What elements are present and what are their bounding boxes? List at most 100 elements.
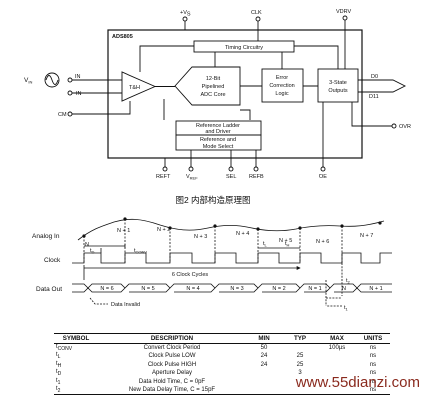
block-diagram bbox=[44, 15, 407, 172]
header-min: MIN bbox=[246, 333, 282, 344]
pin-vref: VREF bbox=[186, 174, 198, 181]
description-cell: Aperture Delay bbox=[151, 370, 193, 377]
table-row: t2 New Data Delay Time, C = 15pF ns bbox=[54, 385, 390, 396]
label-t1: t1 bbox=[344, 305, 349, 312]
label-th: tH bbox=[285, 241, 290, 248]
sample-markers bbox=[83, 219, 343, 263]
err-label-1: Error bbox=[276, 75, 288, 81]
description-cell: Data Hold Time, C = 0pF bbox=[138, 378, 206, 385]
ref-label-1: Reference Ladder bbox=[196, 123, 240, 129]
min-cell: 24 bbox=[260, 353, 268, 360]
data-cell-3: N = 3 bbox=[230, 286, 243, 292]
symbol-cell: t1 bbox=[56, 377, 61, 386]
th-label: T&H bbox=[129, 85, 140, 91]
typ-cell: 3 bbox=[298, 370, 302, 377]
sel-label-2: Mode Select bbox=[203, 144, 234, 150]
sample-label-5: N + 5 bbox=[279, 238, 292, 244]
symbol-cell: tL bbox=[56, 352, 61, 361]
typ-cell bbox=[282, 385, 318, 396]
units-cell: ns bbox=[356, 385, 390, 396]
header-description: DESCRIPTION bbox=[98, 333, 246, 344]
label-t2: t2 bbox=[346, 278, 351, 285]
err-label-3: Logic bbox=[275, 91, 288, 97]
typ-cell: 25 bbox=[296, 361, 304, 368]
figure-caption: 图2 内部构造原理图 bbox=[175, 195, 250, 205]
min-cell bbox=[246, 378, 282, 386]
spec-header-row: SYMBOL DESCRIPTION MIN TYP MAX UNITS bbox=[54, 333, 390, 344]
data-cell-5: N = 1 bbox=[308, 286, 321, 292]
chip-outline bbox=[107, 29, 363, 159]
units-cell: ns bbox=[369, 345, 377, 352]
pin-refb: REFB bbox=[249, 174, 264, 180]
site-watermark: www.55dianzi.com bbox=[295, 374, 420, 391]
pin-cm: CM bbox=[58, 112, 67, 118]
label-data-out: Data Out bbox=[36, 286, 62, 293]
err-label-2: Correction bbox=[269, 83, 294, 89]
pin-vdrv: VDRV bbox=[336, 9, 352, 15]
reference-mode-block bbox=[175, 134, 262, 151]
sample-label-2: N + 2 bbox=[157, 227, 170, 233]
timing-dims bbox=[83, 244, 300, 280]
pin-d11: D11 bbox=[369, 94, 379, 100]
sample-label-4: N + 4 bbox=[236, 231, 249, 237]
sample-label-7: N + 7 bbox=[360, 233, 373, 239]
label-tl: tL bbox=[263, 241, 268, 248]
min-cell: 50 bbox=[260, 345, 268, 352]
out-label-2: Outputs bbox=[328, 88, 348, 94]
label-td: tD bbox=[90, 248, 95, 255]
pin-clk: CLK bbox=[251, 10, 262, 16]
label-cycles: 6 Clock Cycles bbox=[172, 272, 209, 278]
out-label-1: 3-State bbox=[329, 80, 347, 86]
data-cell-4: N = 2 bbox=[272, 286, 285, 292]
min-cell bbox=[246, 385, 282, 396]
ref-label-2: and Driver bbox=[205, 129, 231, 135]
max-cell bbox=[318, 361, 356, 369]
data-cell-1: N = 5 bbox=[141, 286, 154, 292]
pin-d0: D0 bbox=[371, 74, 378, 80]
label-tconv: tCONV bbox=[134, 248, 147, 255]
pin-ovr: OVR bbox=[399, 124, 411, 130]
timing-block bbox=[193, 40, 295, 53]
table-row: tL Clock Pulse LOW 24 25 ns bbox=[54, 352, 390, 360]
pin-reft: REFT bbox=[156, 174, 171, 180]
min-cell: 24 bbox=[260, 361, 268, 368]
symbol-cell: tD bbox=[56, 369, 62, 378]
symbol-cell: tCONV bbox=[56, 344, 73, 353]
pin-sel: SEL bbox=[226, 174, 236, 180]
error-correction-block bbox=[261, 68, 304, 103]
block-labels: ADS805 Timing Circuitry T&H 12-Bit Pipel… bbox=[24, 9, 411, 205]
clock-waveform bbox=[72, 252, 392, 264]
data-cell-7: N + 1 bbox=[369, 286, 382, 292]
pin-vin: VIN bbox=[24, 77, 32, 85]
header-typ: TYP bbox=[282, 333, 318, 344]
sample-label-3: N + 3 bbox=[194, 234, 207, 240]
track-hold-amp bbox=[121, 71, 157, 102]
label-clock: Clock bbox=[44, 257, 61, 264]
header-units: UNITS bbox=[356, 333, 390, 344]
sel-label-1: Reference and bbox=[200, 137, 236, 143]
label-data-invalid: Data Invalid bbox=[111, 302, 140, 308]
units-cell: ns bbox=[369, 361, 377, 368]
sample-label-1: N + 1 bbox=[117, 228, 130, 234]
pin-in: IN bbox=[75, 74, 81, 80]
symbol-cell: tH bbox=[56, 360, 62, 369]
data-cell-0: N = 6 bbox=[100, 286, 113, 292]
symbol-cell: t2 bbox=[54, 385, 98, 396]
description-cell: Convert Clock Period bbox=[143, 345, 201, 352]
label-analog-in: Analog In bbox=[32, 233, 60, 240]
timing-label: Timing Circuitry bbox=[225, 45, 263, 51]
description-cell: New Data Delay Time, C = 15pF bbox=[98, 385, 246, 396]
units-cell: ns bbox=[369, 378, 377, 385]
table-row: tCONV Convert Clock Period 50 100µs ns bbox=[54, 344, 390, 353]
header-max: MAX bbox=[318, 333, 356, 344]
adc-label-2: Pipelined bbox=[202, 84, 225, 90]
header-symbol: SYMBOL bbox=[54, 333, 98, 344]
typ-cell bbox=[282, 344, 318, 353]
timing-labels: Analog In Clock Data Out N N + 1 N + 2 N… bbox=[32, 227, 383, 312]
adc-label-3: ADC Core bbox=[200, 92, 225, 98]
units-cell: ns bbox=[369, 353, 377, 360]
sample-label-0: N bbox=[85, 242, 89, 248]
max-cell bbox=[318, 352, 356, 360]
pin-vs: +VS bbox=[180, 10, 191, 18]
